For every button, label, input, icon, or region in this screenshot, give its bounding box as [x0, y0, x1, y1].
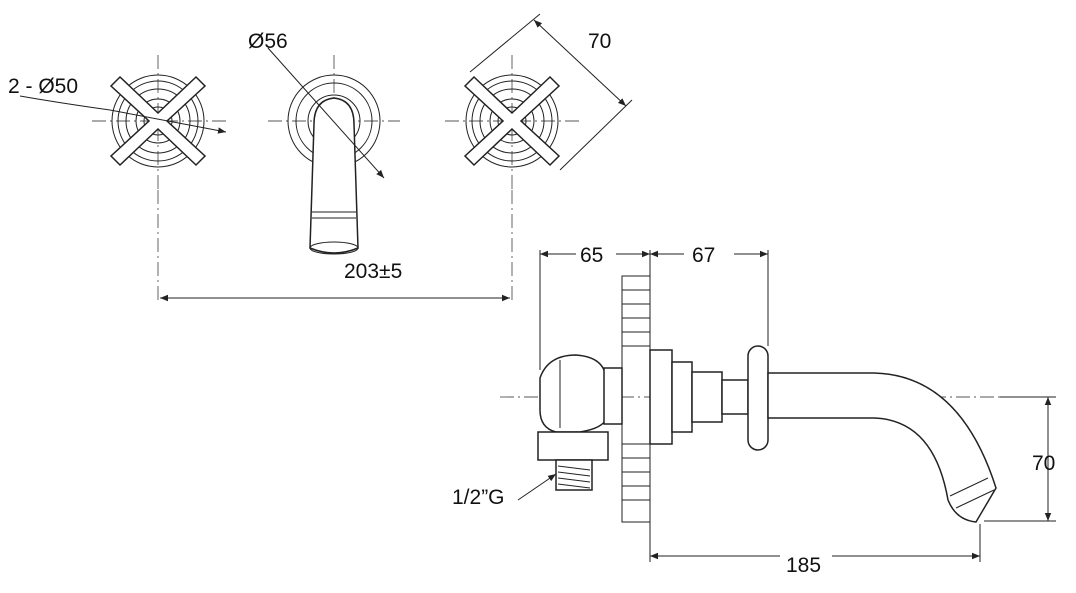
centre-distance-label: 203±5 [344, 260, 402, 283]
spout-front-view [268, 55, 400, 255]
thread-leader [517, 473, 557, 501]
thread-label: 1/2”G [452, 486, 505, 509]
spout-rosette-diameter-label: Ø56 [248, 30, 288, 53]
valve-diameter-label: 2 - Ø50 [8, 75, 78, 98]
diameter-50-leader [19, 95, 227, 134]
handle-width-dimension [469, 13, 633, 171]
spout-drop-label: 70 [1032, 452, 1055, 475]
spout-drop-dimension [984, 396, 1056, 522]
left-cross-handle [92, 55, 228, 300]
spout-projection-dimension [649, 522, 981, 562]
handle-width-label: 70 [588, 30, 611, 53]
depth-behind-wall-label: 65 [580, 244, 603, 267]
depth-dimensions [539, 250, 769, 370]
diameter-56-leader [267, 47, 385, 179]
side-view [500, 275, 1040, 523]
spout-projection-label: 185 [786, 554, 821, 577]
depth-in-front-label: 67 [692, 244, 715, 267]
right-cross-handle [445, 55, 580, 300]
